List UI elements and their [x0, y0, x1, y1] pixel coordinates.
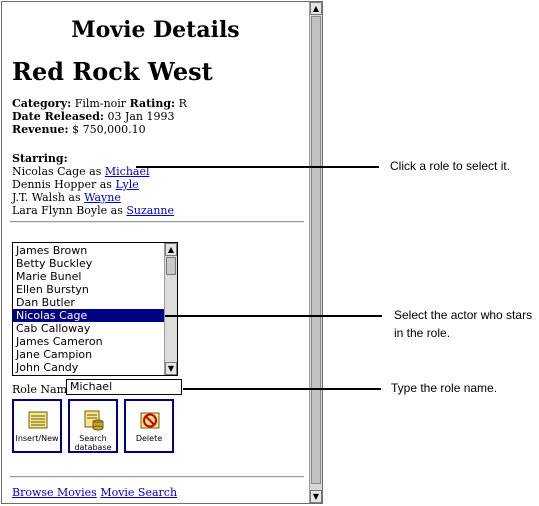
page-content: Movie Details Red Rock West Category: Fi…	[2, 2, 309, 503]
role-link-lyle[interactable]: Lyle	[115, 178, 139, 191]
insert-new-label: Insert/New	[15, 434, 59, 443]
role-name-input[interactable]: Michael	[66, 379, 182, 395]
callout-select-role: Click a role to select it.	[390, 159, 511, 173]
movie-search-link[interactable]: Movie Search	[100, 486, 178, 499]
actor-listbox[interactable]: James Brown Betty Buckley Marie Bunel El…	[12, 242, 178, 376]
actor-option[interactable]: Betty Buckley	[16, 257, 93, 270]
cast-actor: Dennis Hopper as	[12, 178, 112, 191]
cast-actor: Lara Flynn Boyle as	[12, 204, 123, 217]
role-link-suzanne[interactable]: Suzanne	[126, 204, 175, 217]
callout-line-actor	[165, 315, 382, 317]
actor-option[interactable]: James Cameron	[16, 335, 103, 348]
actor-option[interactable]: Marie Bunel	[16, 270, 82, 283]
role-name-label: Role Name:	[12, 383, 78, 396]
no-sign-icon	[140, 412, 160, 429]
starring-heading: Starring:	[12, 152, 68, 165]
cast-row: Dennis Hopper as Lyle	[12, 178, 139, 191]
down-arrow-icon[interactable]: ▼	[165, 362, 177, 375]
category-rating-line: Category: Film-noir Rating: R	[12, 97, 187, 110]
rating-label: Rating:	[129, 97, 176, 110]
actor-option[interactable]: John Candy	[16, 361, 79, 374]
page-scrollbar[interactable]: ▲ ▼	[309, 2, 322, 503]
browse-movies-link[interactable]: Browse Movies	[12, 486, 97, 499]
revenue-label: Revenue:	[12, 123, 69, 136]
cast-row: Nicolas Cage as Michael	[12, 165, 150, 178]
cast-row: Lara Flynn Boyle as Suzanne	[12, 204, 174, 217]
cast-row: J.T. Walsh as Wayne	[12, 191, 121, 204]
callout-select-actor-1: Select the actor who stars	[394, 308, 533, 322]
divider	[10, 476, 304, 478]
role-link-michael[interactable]: Michael	[104, 165, 150, 178]
movie-title: Red Rock West	[12, 57, 213, 86]
browser-window: Movie Details Red Rock West Category: Fi…	[1, 1, 323, 504]
date-label: Date Released:	[12, 110, 104, 123]
revenue-value: $ 750,000.10	[72, 123, 146, 136]
insert-new-button[interactable]: Insert/New	[12, 399, 62, 453]
revenue-line: Revenue: $ 750,000.10	[12, 123, 146, 136]
callout-line-role	[136, 166, 379, 168]
footer-links: Browse Movies Movie Search	[12, 486, 177, 499]
up-arrow-icon[interactable]: ▲	[310, 2, 322, 15]
actor-option[interactable]: Jane Campion	[16, 348, 93, 361]
actor-option[interactable]: Ellen Burstyn	[16, 283, 89, 296]
delete-label: Delete	[135, 434, 163, 443]
role-link-wayne[interactable]: Wayne	[84, 191, 121, 204]
callout-line-type	[183, 388, 381, 390]
scroll-thumb[interactable]	[166, 257, 176, 275]
delete-button[interactable]: Delete	[124, 399, 174, 453]
search-database-button[interactable]: Search database	[68, 399, 118, 453]
search-database-label: Search database	[74, 434, 112, 452]
callout-type-role: Type the role name.	[391, 381, 498, 395]
cast-actor: J.T. Walsh as	[12, 191, 81, 204]
page-heading: Movie Details	[71, 17, 240, 43]
rating-value: R	[178, 97, 187, 110]
date-value: 03 Jan 1993	[107, 110, 175, 123]
database-icon	[84, 410, 104, 431]
actor-list: James Brown Betty Buckley Marie Bunel El…	[13, 244, 164, 374]
page-scroll-thumb[interactable]	[311, 16, 321, 484]
cast-actor: Nicolas Cage as	[12, 165, 102, 178]
category-value: Film-noir	[74, 97, 127, 110]
actor-option[interactable]: James Brown	[16, 244, 88, 257]
up-arrow-icon[interactable]: ▲	[165, 243, 177, 256]
listbox-scrollbar[interactable]: ▲ ▼	[164, 243, 177, 375]
actor-option-selected[interactable]: Nicolas Cage	[13, 309, 164, 322]
starring-label: Starring:	[12, 152, 68, 165]
category-label: Category:	[12, 97, 72, 110]
actor-option[interactable]: Dan Butler	[16, 296, 75, 309]
date-line: Date Released: 03 Jan 1993	[12, 110, 175, 123]
notepad-icon	[28, 411, 48, 429]
down-arrow-icon[interactable]: ▼	[310, 490, 322, 503]
callout-select-actor-2: in the role.	[394, 326, 451, 340]
actor-option[interactable]: Cab Calloway	[16, 322, 91, 335]
divider	[10, 221, 304, 223]
